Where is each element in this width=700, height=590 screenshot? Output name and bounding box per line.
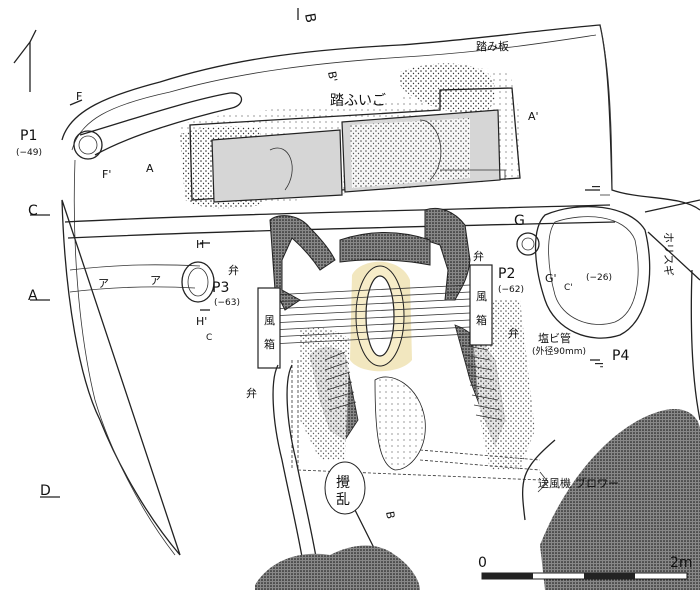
label-p1-depth: (−49) <box>16 148 42 158</box>
label-fumiita: 踏み板 <box>476 39 509 53</box>
ribs-left <box>324 351 357 411</box>
label-ben-right2: 弁 <box>508 326 519 340</box>
label-horisugi: ホリスギ <box>662 232 675 276</box>
label-c: C <box>28 203 38 219</box>
disturbed-area <box>324 461 366 515</box>
label-p4: P4 <box>612 348 629 364</box>
label-disturbed-1: 攪 <box>336 475 350 491</box>
label-fuubako-right-1: 風 <box>476 290 487 303</box>
p3-pit <box>181 261 215 303</box>
label-fuubako-right-2: 箱 <box>476 313 487 327</box>
label-fuubako-left-2: 箱 <box>264 337 275 351</box>
label-ben-left: 弁 <box>228 263 239 277</box>
label-a-small: A <box>146 162 154 175</box>
label-a: A <box>28 288 38 304</box>
label-b-bottom: B <box>383 510 397 520</box>
label-p2: P2 <box>498 266 515 282</box>
mound-right <box>540 409 700 590</box>
label-ben-left2: 弁 <box>246 386 257 400</box>
label-p2-depth: (−62) <box>498 285 524 295</box>
scale-label-start: 0 <box>478 555 487 571</box>
label-h: H <box>196 238 204 251</box>
label-b-prime-top: B' <box>325 70 340 83</box>
label-fuubako-left-1: 風 <box>264 314 275 327</box>
windbox-left <box>257 287 281 369</box>
label-p3-depth: (−63) <box>214 298 240 308</box>
label-g-prime: G' <box>545 272 557 285</box>
g-pit <box>534 205 651 339</box>
scale-label-end: 2m <box>670 555 693 571</box>
ribs-right <box>461 344 503 421</box>
label-g: G <box>514 213 525 229</box>
label-p3: P3 <box>212 280 229 296</box>
label-pipe-size: (外径90mm) <box>532 345 586 357</box>
label-fuigo: 踏ふいご <box>330 93 386 109</box>
north-arrow <box>13 29 37 92</box>
label-p1: P1 <box>20 128 37 144</box>
label-a-prime: A' <box>528 110 539 123</box>
label-c-small: C <box>206 333 212 343</box>
label-disturbed-2: 乱 <box>336 492 350 508</box>
label-f-prime: F' <box>102 168 111 181</box>
label-d: D <box>40 483 51 499</box>
bellows <box>189 87 521 203</box>
tuyere-pipes <box>269 284 471 345</box>
label-f: F <box>76 90 82 103</box>
label-blower2: ブロワー <box>575 476 619 490</box>
label-a-kana-2: ア <box>150 274 161 287</box>
p1-pit <box>73 130 103 160</box>
label-h-prime: H' <box>196 315 207 328</box>
label-pipe: 塩ビ管 <box>538 331 571 345</box>
label-i: I <box>589 185 602 188</box>
label-b-top: B <box>301 12 318 24</box>
pit-outline <box>61 24 700 561</box>
label-ben-right: 弁 <box>473 249 484 263</box>
label-i-prime: I' <box>592 362 605 368</box>
label-blower: 送風機 <box>538 476 571 490</box>
furnace <box>269 207 535 471</box>
label-g-depth: (−26) <box>586 273 612 283</box>
label-c-prime: C' <box>564 283 573 293</box>
label-a-kana-1: ア <box>98 277 109 290</box>
p2-pit <box>516 232 540 256</box>
windbox-right <box>469 264 493 346</box>
scale-bar <box>481 572 688 580</box>
mound-left <box>255 545 420 590</box>
